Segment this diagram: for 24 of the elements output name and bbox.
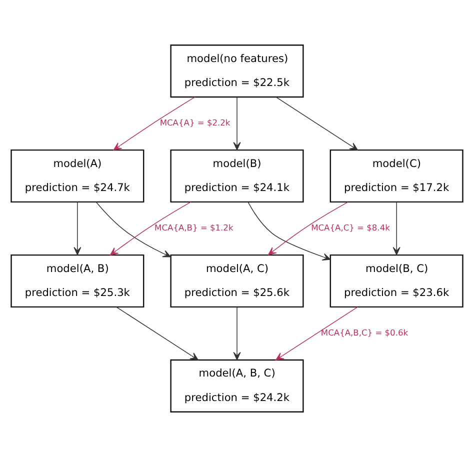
- node-box: model(B) prediction = $24.1k: [170, 149, 304, 203]
- node-box: model(A, B, C) prediction = $24.2k: [170, 359, 304, 412]
- arrow: [96, 202, 171, 258]
- arrow: [276, 306, 358, 360]
- arrow: [268, 202, 348, 256]
- arrow: [233, 96, 241, 150]
- arrow: [113, 96, 196, 150]
- arrow: [74, 202, 82, 256]
- arrow: [248, 202, 331, 261]
- node-box: model(no features) prediction = $22.5k: [170, 44, 304, 98]
- edge-label: MCA{A,B} = $1.2k: [154, 222, 234, 233]
- arrow: [233, 306, 241, 360]
- edge-label: MCA{A} = $2.2k: [160, 118, 230, 128]
- edge-label: MCA{A,C} = $8.4k: [311, 222, 390, 233]
- node-box: model(A) prediction = $24.7k: [10, 149, 144, 203]
- node-box: model(B, C) prediction = $23.6k: [330, 254, 464, 308]
- node-box: model(A, C) prediction = $25.6k: [170, 254, 304, 308]
- arrow: [116, 306, 198, 360]
- arrow: [392, 202, 400, 256]
- arrow: [276, 96, 358, 150]
- node-box: model(C) prediction = $17.2k: [330, 149, 464, 203]
- node-box: model(A, B) prediction = $25.3k: [10, 254, 144, 308]
- edge-label: MCA{A,B,C} = $0.6k: [320, 328, 408, 338]
- arrow: [110, 202, 192, 256]
